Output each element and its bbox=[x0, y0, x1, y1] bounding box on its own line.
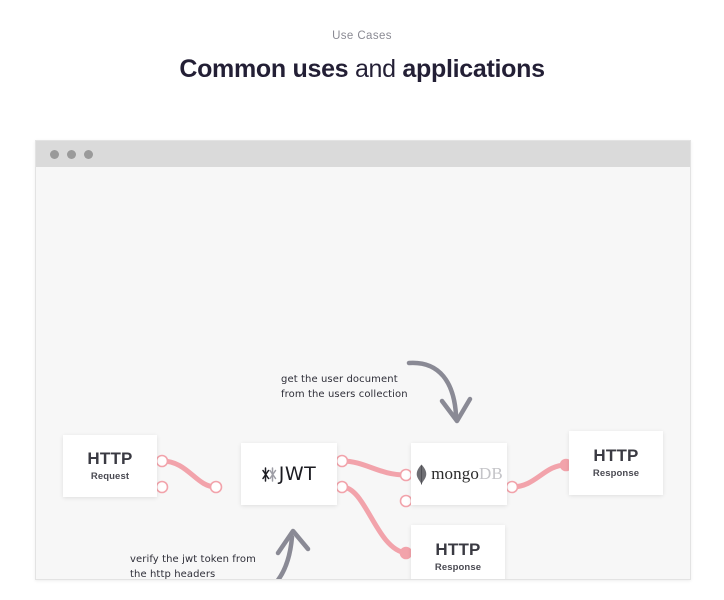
port-request-out-top[interactable] bbox=[155, 454, 169, 468]
node-mongodb-title: mongoDB bbox=[431, 464, 503, 483]
node-http-response-bottom[interactable]: HTTP Response bbox=[411, 525, 505, 579]
arrow-to-mongo-icon bbox=[406, 360, 473, 424]
page-title-part1: Common uses bbox=[179, 55, 349, 83]
diagram-canvas: HTTP Request JWT bbox=[36, 167, 690, 579]
page-title: Common uses and applications bbox=[0, 55, 724, 84]
wire-jwt-to-response-bottom bbox=[339, 484, 409, 556]
node-http-response-bottom-title: HTTP bbox=[435, 540, 481, 560]
mongodb-leaf-icon bbox=[416, 464, 427, 484]
maximize-dot-icon[interactable] bbox=[84, 150, 93, 159]
diagram-connectors bbox=[155, 360, 573, 579]
port-mongo-in-top[interactable] bbox=[399, 468, 413, 482]
mongodb-logo: mongoDB bbox=[415, 464, 503, 485]
window-titlebar bbox=[36, 141, 690, 168]
page-title-part2: and bbox=[348, 55, 403, 83]
page-header: Use Cases Common uses and applications bbox=[0, 0, 724, 120]
port-jwt-out-top[interactable] bbox=[335, 454, 349, 468]
wire-request-to-jwt bbox=[159, 458, 219, 490]
node-jwt[interactable]: JWT bbox=[241, 443, 337, 505]
close-dot-icon[interactable] bbox=[50, 150, 59, 159]
port-jwt-in[interactable] bbox=[209, 480, 223, 494]
node-http-response-top[interactable]: HTTP Response bbox=[569, 431, 663, 495]
eyebrow-label: Use Cases bbox=[332, 30, 392, 42]
node-http-response-top-title: HTTP bbox=[593, 446, 639, 466]
wire-mongo-to-response bbox=[509, 462, 569, 490]
annotation-to-jwt: verify the jwt token from the http heade… bbox=[130, 554, 256, 580]
node-mongodb-subtitle: DB bbox=[478, 464, 503, 483]
wire-jwt-to-mongo bbox=[339, 458, 409, 478]
annotation-to-mongo: get the user document from the users col… bbox=[281, 374, 408, 400]
port-request-out-bottom[interactable] bbox=[155, 480, 169, 494]
minimize-dot-icon[interactable] bbox=[67, 150, 76, 159]
jwt-key-icon bbox=[262, 466, 276, 482]
browser-window: HTTP Request JWT bbox=[35, 140, 691, 580]
node-http-request-title: HTTP bbox=[87, 449, 133, 469]
port-mongo-out[interactable] bbox=[505, 480, 519, 494]
jwt-logo: JWT bbox=[262, 463, 317, 485]
port-jwt-out-bottom[interactable] bbox=[335, 480, 349, 494]
node-jwt-title: JWT bbox=[278, 463, 317, 485]
page-title-part3: applications bbox=[402, 55, 545, 83]
node-mongodb[interactable]: mongoDB bbox=[411, 443, 507, 505]
node-http-request[interactable]: HTTP Request bbox=[63, 435, 157, 497]
arrow-to-jwt-icon bbox=[275, 528, 311, 579]
node-http-response-top-subtitle: Response bbox=[592, 467, 640, 479]
node-http-response-bottom-subtitle: Response bbox=[434, 561, 482, 573]
port-response-bottom-in[interactable] bbox=[399, 546, 413, 560]
port-mongo-in-bottom[interactable] bbox=[399, 494, 413, 508]
node-http-request-subtitle: Request bbox=[90, 470, 130, 482]
